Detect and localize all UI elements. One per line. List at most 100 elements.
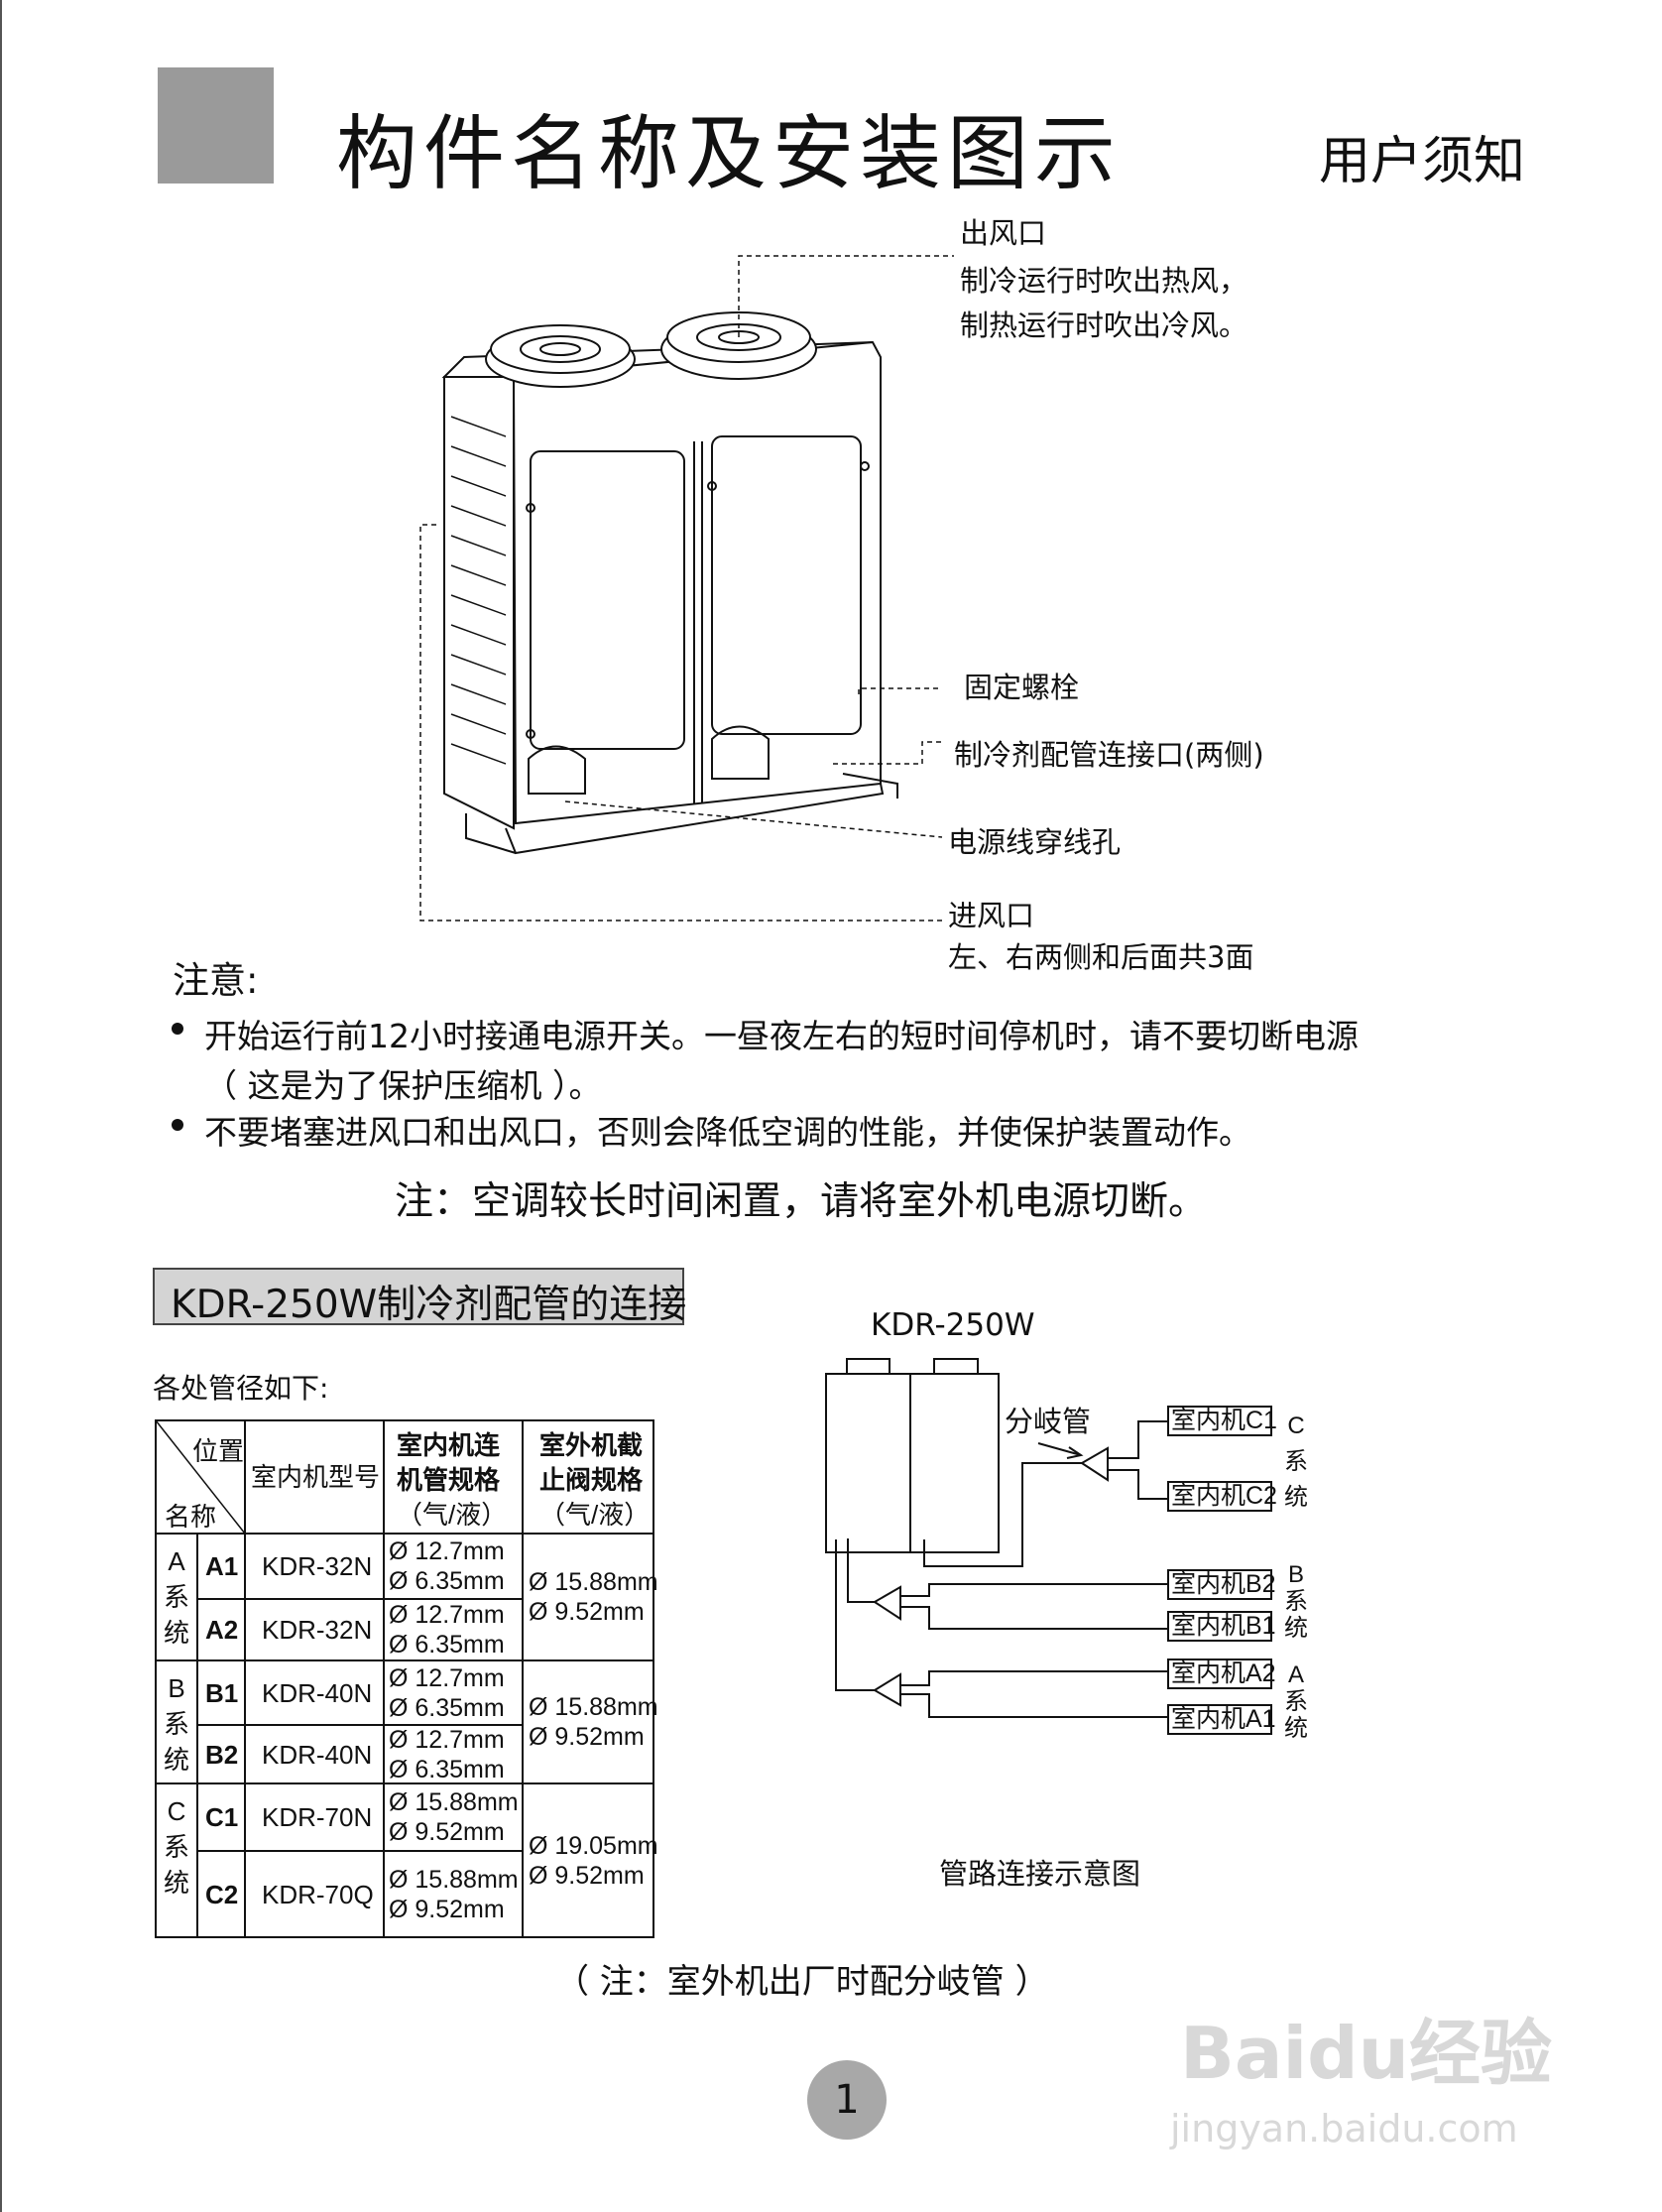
system-label-c: C 系 统 [1281,1409,1311,1516]
liquid-pipe-size: Ø 6.35mm [389,1693,505,1722]
indoor-unit-b2: 室内机B2 [1167,1569,1276,1600]
system-label-char: 系 [163,1582,189,1612]
system-label-b: B 系 统 [1281,1561,1311,1642]
gas-pipe-size: Ø 15.88mm [389,1865,519,1894]
system-label-char: A [168,1546,185,1576]
unit-model: KDR-70Q [262,1879,374,1909]
header-outdoor-spec-2: 止阀规格 [539,1465,644,1495]
gas-pipe-size: Ø 12.7mm [389,1537,505,1565]
section-marker [158,67,274,184]
diagram-caption: 管路连接示意图 [939,1857,1141,1891]
header-position: 位置 [192,1436,245,1466]
liquid-valve-size: Ø 9.52mm [529,1723,645,1751]
header-name: 名称 [165,1502,217,1532]
indoor-unit-c1: 室内机C1 [1167,1406,1277,1436]
unit-name: B1 [205,1677,239,1708]
system-label-char: 统 [163,1745,189,1775]
header-outdoor-spec-3: （气/液） [539,1500,651,1530]
indoor-unit-a1: 室内机A1 [1167,1704,1276,1735]
unit-name: B2 [205,1739,239,1770]
indoor-unit-c2: 室内机C2 [1167,1481,1277,1512]
label-air-outlet: 出风口 [960,216,1047,250]
notice-bullet-1: 开始运行前12小时接通电源开关。一昼夜左右的短时间停机时，请不要切断电源 [204,1017,1359,1055]
pipe-intro: 各处管径如下: [153,1372,329,1405]
piping-diagram [825,1358,1167,1718]
label-cable-hole: 电源线穿线孔 [948,825,1122,859]
unit-model: KDR-40N [262,1739,373,1770]
label-air-inlet: 进风口 [948,899,1035,932]
section-title: KDR-250W制冷剂配管的连接 [171,1283,687,1327]
liquid-pipe-size: Ø 9.52mm [389,1895,505,1923]
system-char: 系 [1284,1448,1308,1475]
system-label-char: B [168,1673,185,1703]
header-outdoor-spec-1: 室外机截 [539,1430,644,1460]
unit-model: KDR-40N [262,1677,373,1708]
notice-bullet-2: 不要堵塞进风口和出风口，否则会降低空调的性能，并使保护装置动作。 [204,1113,1251,1152]
unit-model: KDR-32N [262,1551,373,1581]
unit-name: A2 [205,1615,239,1645]
system-letter: B [1287,1561,1304,1588]
label-air-inlet-desc: 左、右两侧和后面共3面 [948,940,1254,974]
liquid-pipe-size: Ø 6.35mm [389,1755,505,1783]
outdoor-unit-illustration [419,255,954,922]
table-grid [155,1419,654,1938]
header-indoor-spec-2: 机管规格 [397,1465,501,1495]
gas-pipe-size: Ø 12.7mm [389,1601,505,1629]
system-label-char: 系 [163,1832,189,1862]
system-char: 统 [1284,1715,1308,1742]
system-label-char: C [167,1796,186,1826]
unit-name: C2 [205,1879,239,1909]
gas-pipe-size: Ø 12.7mm [389,1725,505,1754]
notice-bullet-1-cont: （ 这是为了保护压缩机 ）。 [204,1066,602,1105]
liquid-pipe-size: Ø 6.35mm [389,1567,505,1595]
unit-name: A1 [205,1551,239,1581]
liquid-pipe-size: Ø 6.35mm [389,1631,505,1659]
footnote: （ 注：室外机出厂时配分岐管 ） [555,1962,1049,2002]
label-fixing-bolt: 固定螺栓 [964,671,1080,704]
label-air-outlet-desc2: 制热运行时吹出冷风。 [960,308,1248,342]
unit-model: KDR-70N [262,1802,373,1832]
watermark-logo: Baidu经验 [1180,2012,1552,2095]
gas-valve-size: Ø 15.88mm [529,1568,658,1596]
page-border [0,0,2,2212]
header-indoor-spec-1: 室内机连 [397,1430,501,1460]
gas-pipe-size: Ø 12.7mm [389,1663,505,1692]
system-char: 统 [1284,1484,1308,1511]
system-letter: A [1287,1661,1304,1688]
gas-valve-size: Ø 15.88mm [529,1693,658,1721]
page-subtitle: 用户须知 [1319,132,1526,191]
system-label-char: 统 [163,1868,189,1898]
system-label-char: 系 [163,1709,189,1739]
diagram-model: KDR-250W [871,1307,1035,1343]
notice-note: 注：空调较长时间闲置，请将室外机电源切断。 [395,1179,1208,1224]
system-char: 系 [1284,1588,1308,1615]
indoor-unit-a2: 室内机A2 [1167,1659,1276,1689]
gas-pipe-size: Ø 15.88mm [389,1788,519,1816]
liquid-valve-size: Ø 9.52mm [529,1598,645,1626]
watermark-url: jingyan.baidu.com [1170,2107,1518,2151]
page-number: 1 [807,2060,887,2140]
branch-pipe-label: 分岐管 [1005,1405,1092,1438]
system-char: 系 [1284,1688,1308,1715]
header-indoor-spec-3: （气/液） [397,1500,508,1530]
system-label-char: 统 [163,1618,189,1648]
section-header-box [153,1268,684,1325]
liquid-valve-size: Ø 9.52mm [529,1861,645,1890]
system-letter: C [1287,1413,1305,1439]
label-air-outlet-desc1: 制冷运行时吹出热风， [960,264,1248,298]
gas-valve-size: Ø 19.05mm [529,1831,658,1860]
notice-heading: 注意: [173,959,259,1002]
unit-model: KDR-32N [262,1615,373,1645]
bullet-dot [172,1023,183,1035]
